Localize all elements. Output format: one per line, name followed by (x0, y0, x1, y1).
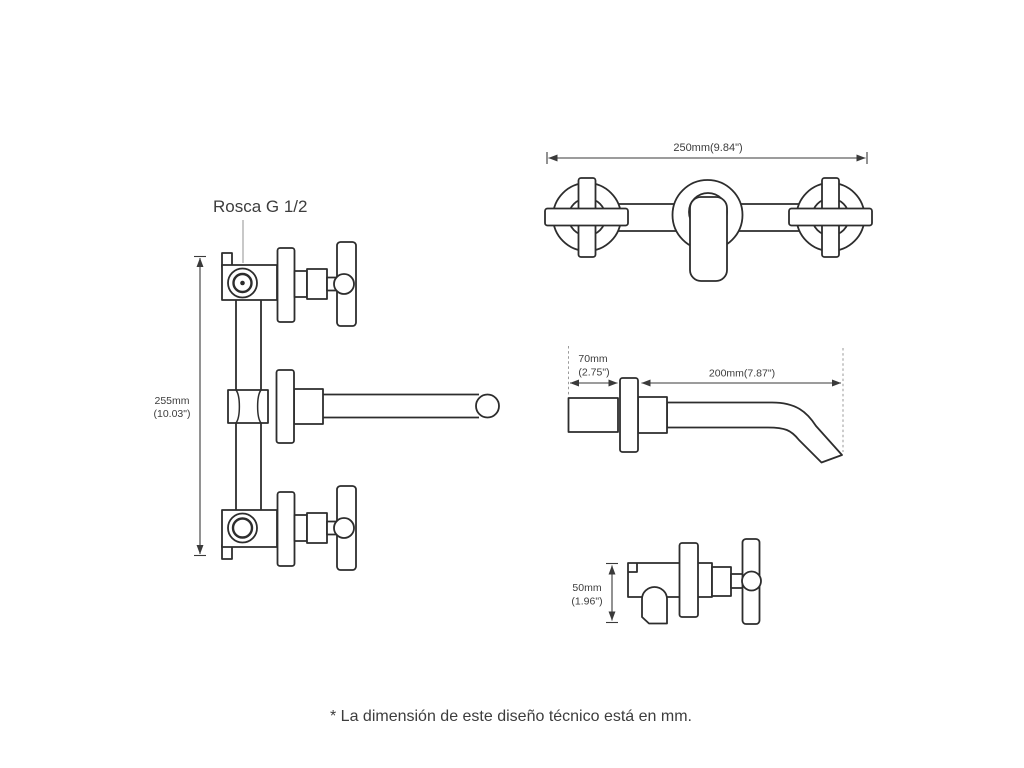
top-valve (221, 241, 357, 327)
dimension-value: 200mm(7.87") (709, 368, 775, 380)
curved-spout (666, 401, 843, 464)
spout-assembly (227, 369, 500, 444)
dimension-value-mm: 50mm (572, 582, 601, 594)
body-notch (628, 563, 638, 573)
cross-arm-horizontal (788, 207, 873, 227)
escutcheon (619, 377, 639, 453)
escutcheon (275, 369, 295, 444)
spout-tip (475, 393, 500, 419)
wall-pipe (567, 397, 619, 433)
height-dimension-50: 50mm (1.96") (571, 562, 618, 624)
dimension-value-inch: (1.96") (571, 596, 602, 608)
escutcheon (276, 491, 296, 567)
stem-block (711, 566, 732, 597)
spout-body (227, 389, 269, 424)
mixer-lever (689, 196, 728, 282)
front-view: 250mm(9.84") (544, 142, 873, 282)
handle-hub (333, 273, 355, 295)
height-dimension-255: 255mm (10.03") (154, 255, 206, 557)
spout-tube (323, 393, 479, 419)
stem-neck (293, 270, 308, 298)
valve-side-view: 50mm (1.96") (571, 538, 762, 625)
handle-hub (333, 517, 355, 539)
dimension-value-inch: (2.75") (578, 367, 609, 379)
outlet-port (641, 586, 668, 625)
inlet-port-inner (231, 517, 254, 539)
spout-base (293, 388, 324, 425)
dimension-value-mm: 70mm (578, 353, 607, 365)
spout-side-view: 70mm (2.75") 200mm(7.87") (567, 346, 844, 464)
inlet-center-dot (240, 280, 245, 286)
assembly-side-view: Rosca G 1/2 255mm (10.03") (154, 197, 500, 571)
supply-pipes (235, 300, 262, 511)
left-cross-handle (544, 177, 629, 258)
pipe-waist (235, 389, 262, 424)
dimension-value-inch: (10.03") (154, 408, 191, 420)
valve-body (627, 562, 713, 598)
center-mixer (671, 179, 744, 282)
cross-arm-horizontal (544, 207, 629, 227)
bottom-valve (221, 485, 357, 571)
stem-block (306, 512, 328, 544)
escutcheon (678, 542, 699, 618)
right-cross-handle (788, 177, 873, 258)
length-dimension-200: 200mm(7.87") (641, 368, 842, 387)
dimension-value-mm: 255mm (154, 395, 189, 407)
stem-block (306, 268, 328, 300)
width-dimension-250: 250mm(9.84") (546, 142, 868, 164)
units-footnote: * La dimensión de este diseño técnico es… (330, 708, 692, 725)
escutcheon (276, 247, 296, 323)
thread-size-label: Rosca G 1/2 (213, 197, 308, 216)
spout-base (637, 396, 668, 434)
depth-dimension-70: 70mm (2.75") (569, 353, 618, 387)
stem-neck (293, 514, 308, 542)
handle-hub (741, 570, 762, 592)
dimension-value: 250mm(9.84") (673, 142, 742, 154)
